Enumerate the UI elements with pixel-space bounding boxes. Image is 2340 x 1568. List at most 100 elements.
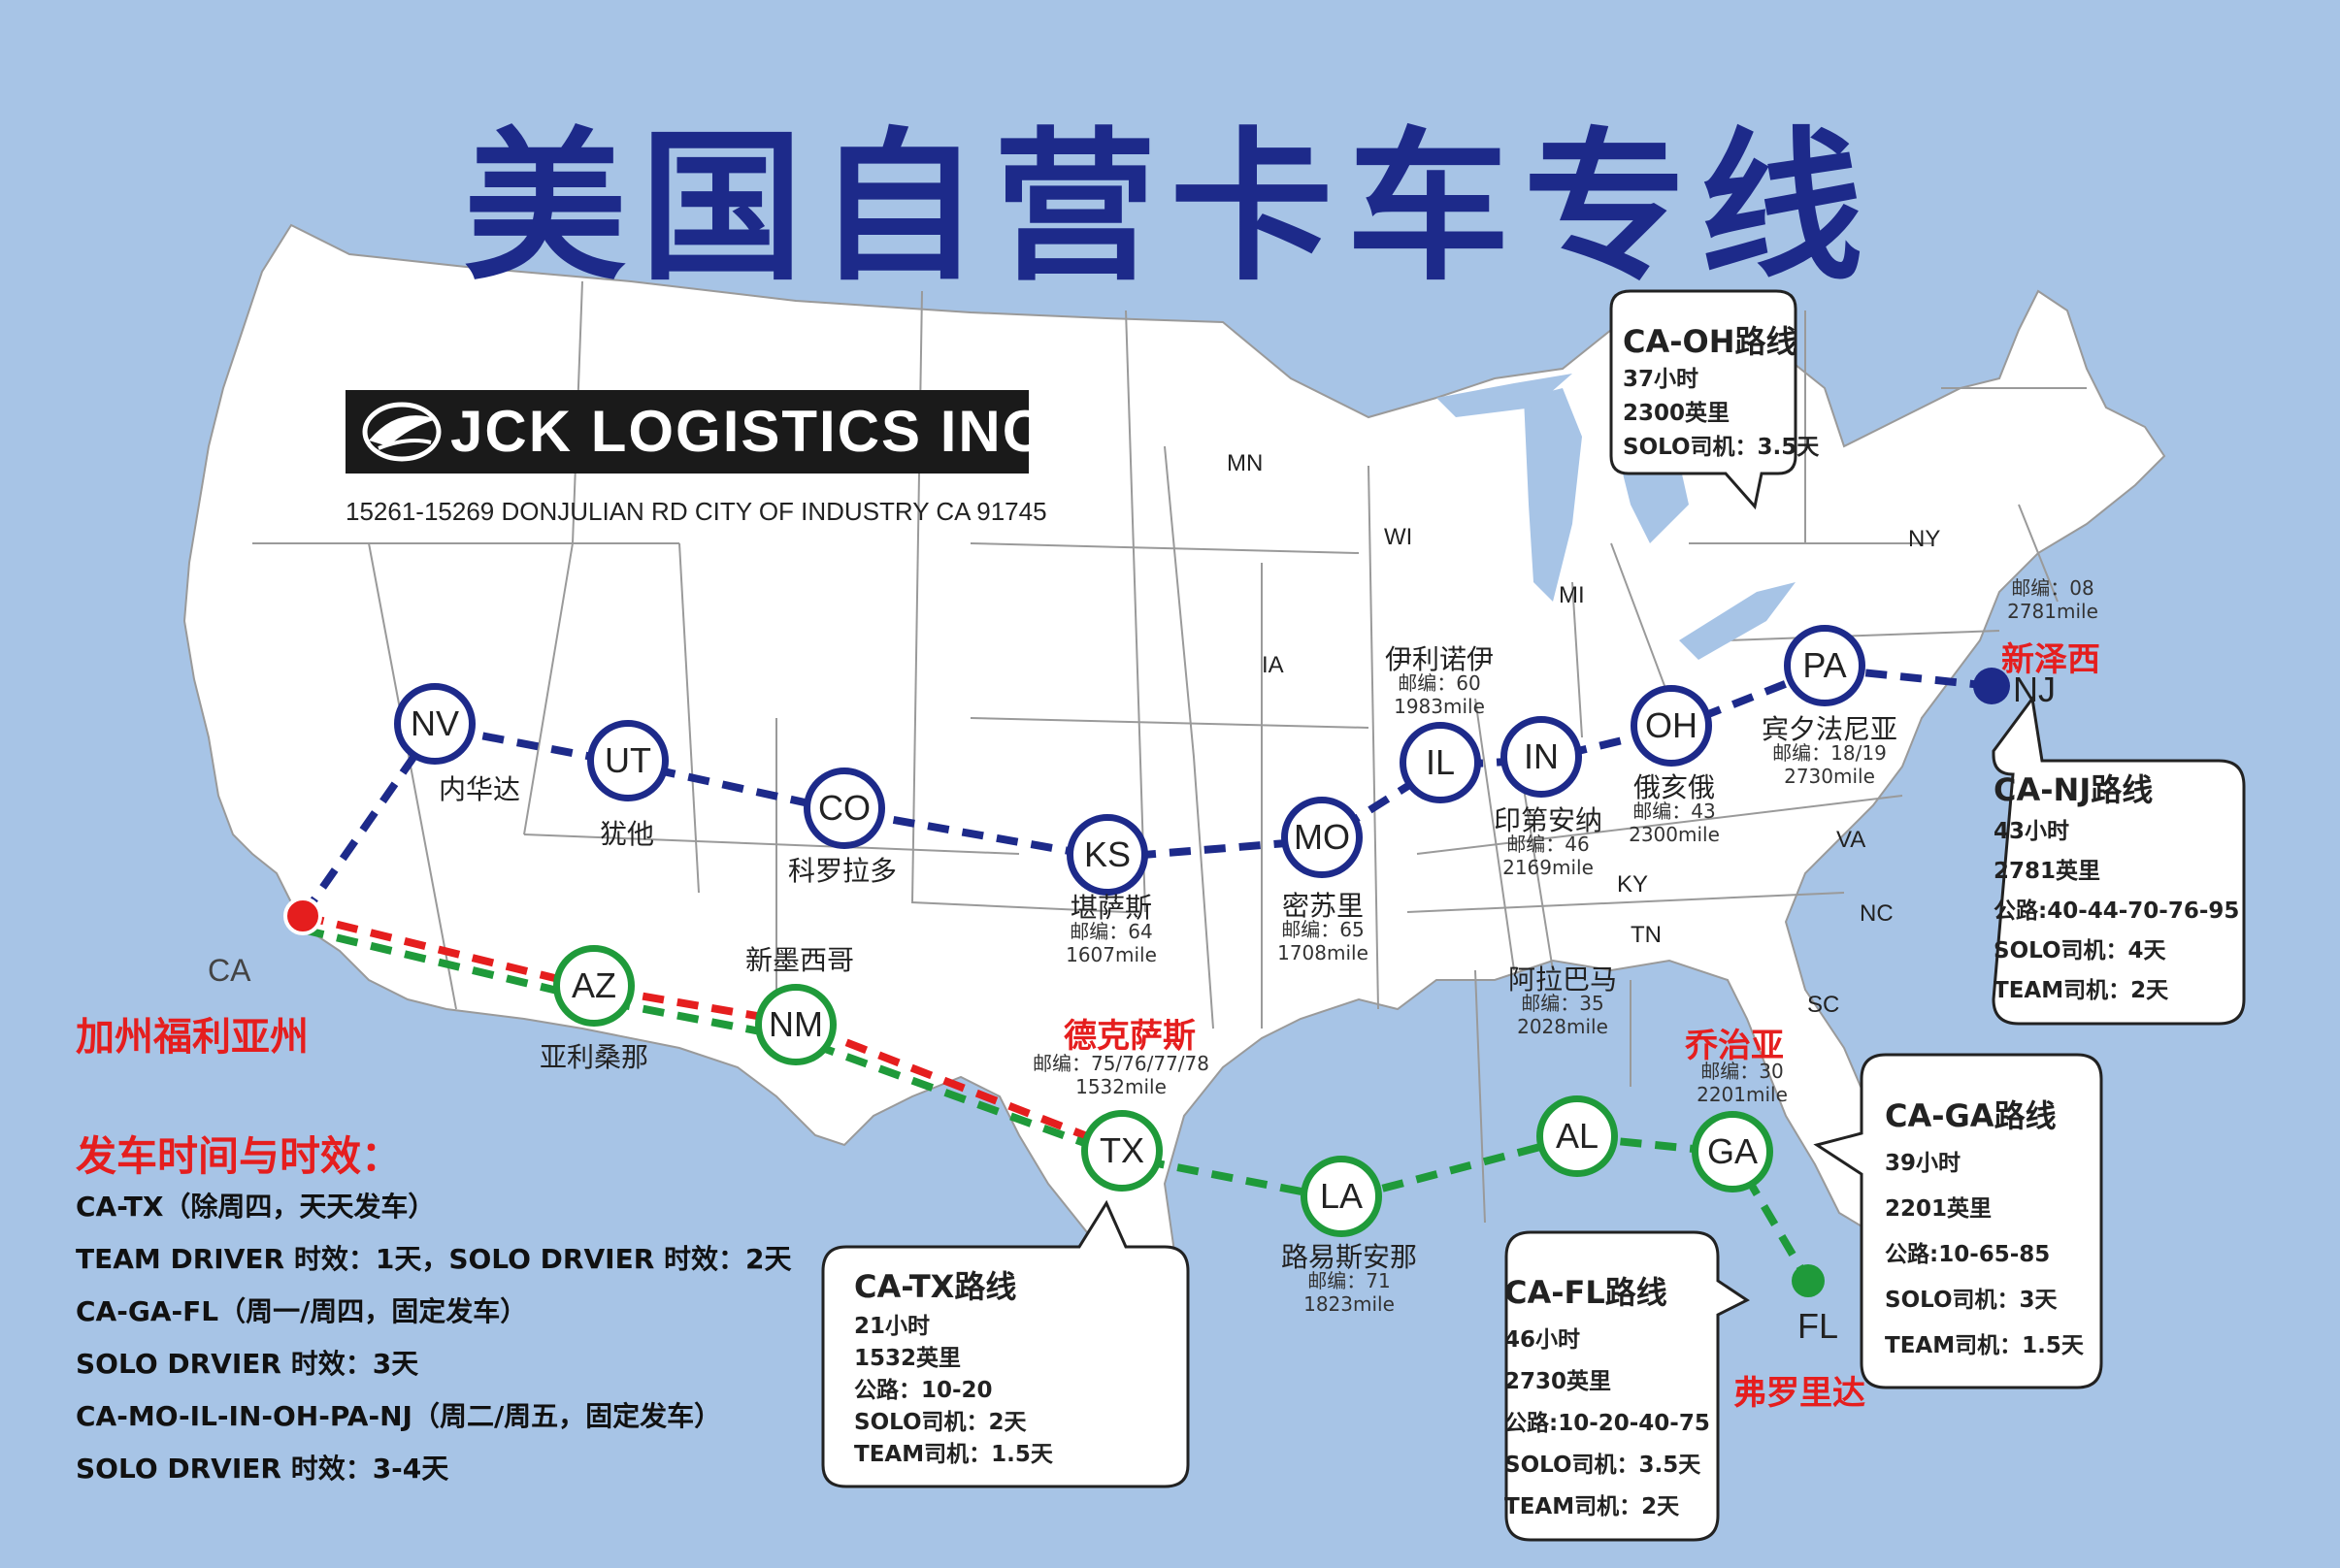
label-il-zip: 邮编：60 [1398,671,1481,695]
callout-ca-fl-line: SOLO司机：3.5天 [1504,1453,1701,1478]
callout-ca-nj-line: SOLO司机：4天 [1994,938,2166,964]
label-al: 阿拉巴马 邮编：35 2028mile [1495,964,1631,1039]
company-logo-banner: JCK LOGISTICS INC [346,390,1044,474]
schedule-line: CA-TX（除周四，天天发车） [76,1191,436,1223]
label-il-miles: 1983mile [1394,695,1485,718]
label-nv: 内华达 [439,773,521,805]
label-la: 路易斯安那 邮编：71 1823mile [1271,1241,1427,1317]
node-ga: GA [1692,1111,1773,1192]
callout-ca-tx-line: TEAM司机：1.5天 [854,1442,1053,1467]
callout-ca-oh-line: SOLO司机：3.5天 [1623,435,1820,460]
label-al-name: 阿拉巴马 [1507,964,1617,996]
label-tx-info: 邮编：75/76/77/78 1532mile [1009,1052,1233,1098]
node-nv: NV [394,683,476,765]
label-pa-name: 宾夕法尼亚 [1761,713,1897,745]
state-label-mi: MI [1559,582,1585,608]
label-la-zip: 邮编：71 [1307,1269,1391,1292]
schedule-line: CA-MO-IL-IN-OH-PA-NJ（周二/周五，固定发车） [76,1400,722,1432]
callout-ca-nj: CA-NJ路线 43小时 2781英里 公路:40-44-70-76-95 SO… [1994,774,2239,1002]
label-nj-zip: 邮编：08 [2011,576,2094,600]
label-in-name: 印第安纳 [1493,804,1602,836]
great-lake-michigan [1524,388,1582,602]
callout-ca-tx-line: 公路：10-20 [854,1378,993,1403]
label-nm: 新墨西哥 [745,944,855,976]
great-lake-erie [1679,582,1796,660]
label-oh: 俄亥俄 邮编：43 2300mile [1611,774,1737,847]
node-az: AZ [553,945,635,1027]
label-in-miles: 2169mile [1502,856,1594,879]
schedule-line: CA-GA-FL（周一/周四，固定发车） [76,1295,528,1327]
callout-ca-ga: CA-GA路线 39小时 2201英里 公路:10-65-85 SOLO司机：3… [1885,1100,2084,1357]
label-nj-miles: 2781mile [2007,600,2098,623]
label-mo-miles: 1708mile [1277,941,1368,964]
label-ks-zip: 邮编：64 [1070,920,1153,943]
great-lake-superior [1436,374,1572,417]
callout-ca-fl-title: CA-FL路线 [1504,1274,1667,1311]
label-co: 科罗拉多 [788,855,898,887]
label-ga-info: 邮编：30 2201mile [1679,1060,1805,1106]
label-in: 印第安纳 邮编：46 2169mile [1485,804,1611,880]
label-in-zip: 邮编：46 [1506,833,1590,856]
node-ks: KS [1067,814,1148,896]
callout-ca-nj-line: 公路:40-44-70-76-95 [1994,898,2240,924]
label-pa: 宾夕法尼亚 邮编：18/19 2730mile [1757,713,1902,789]
callout-ca-ga-line: SOLO司机：3天 [1885,1288,2058,1313]
callout-ca-tx-line: 21小时 [854,1314,931,1339]
label-la-name: 路易斯安那 [1280,1241,1417,1273]
callout-ca-oh-title: CA-OH路线 [1623,323,1797,360]
schedule-line: SOLO DRVIER 时效：3天 [76,1348,419,1380]
callout-ca-ga-line: 2201英里 [1885,1196,1993,1222]
state-label-nc: NC [1860,900,1894,927]
label-tx-zip: 邮编：75/76/77/78 [1032,1052,1209,1075]
callout-ca-tx: CA-TX路线 21小时 1532英里 公路：10-20 SOLO司机：2天 T… [854,1271,1053,1466]
label-mo: 密苏里 邮编：65 1708mile [1260,890,1386,965]
label-ca-name: 加州福利亚州 [76,1015,309,1060]
label-nj-name: 新泽西 [2001,640,2100,679]
callout-shapes [821,289,2246,1542]
label-mo-name: 密苏里 [1281,890,1364,922]
label-al-zip: 邮编：35 [1521,992,1604,1015]
state-label-sc: SC [1807,992,1840,1018]
node-pa: PA [1784,625,1865,706]
node-in: IN [1500,716,1582,798]
label-mo-zip: 邮编：65 [1281,918,1365,941]
label-il: 伊利诺伊 邮编：60 1983mile [1376,643,1502,719]
node-mo: MO [1281,797,1363,878]
red-route [302,912,1124,1154]
callout-ca-fl-line: 46小时 [1504,1327,1581,1353]
node-nm: NM [755,984,837,1065]
state-label-tn: TN [1631,922,1662,948]
node-la: LA [1301,1156,1382,1237]
callout-ca-fl-line: 公路:10-20-40-75 [1504,1411,1710,1436]
node-al: AL [1536,1095,1618,1177]
callout-ca-nj-shape [1992,695,2246,1026]
state-label-ia: IA [1262,652,1284,678]
label-ut: 犹他 [600,818,655,850]
label-tx-name: 德克萨斯 [1064,1017,1196,1056]
label-fl-name: 弗罗里达 [1733,1374,1865,1413]
schedule-line: SOLO DRVIER 时效：3-4天 [76,1453,449,1485]
label-il-name: 伊利诺伊 [1384,643,1494,675]
state-label-ky: KY [1617,871,1649,898]
label-ga-name: 乔治亚 [1685,1027,1784,1065]
callout-ca-oh-line: 2300英里 [1623,401,1730,426]
label-ks-name: 堪萨斯 [1070,892,1152,924]
callout-ca-ga-line: TEAM司机：1.5天 [1885,1333,2084,1358]
page-title: 美国自营卡车专线 [463,113,1877,303]
state-borders [252,280,2087,1224]
callout-ca-ga-title: CA-GA路线 [1885,1097,2057,1134]
label-ga-zip: 邮编：30 [1700,1060,1784,1083]
ca-origin-dot [283,897,322,935]
callout-ca-nj-title: CA-NJ路线 [1994,771,2154,808]
callout-ca-oh-shape [1609,289,1797,510]
callout-ca-ga-line: 公路:10-65-85 [1885,1242,2051,1267]
callout-ca-tx-line: SOLO司机：2天 [854,1410,1027,1435]
nj-dot [1973,668,2010,704]
label-oh-miles: 2300mile [1629,823,1720,846]
label-fl-code: FL [1797,1306,1839,1346]
label-nj-code: NJ [2013,670,2056,709]
state-label-ny: NY [1908,526,1941,552]
leaf-logo-icon [362,402,442,462]
